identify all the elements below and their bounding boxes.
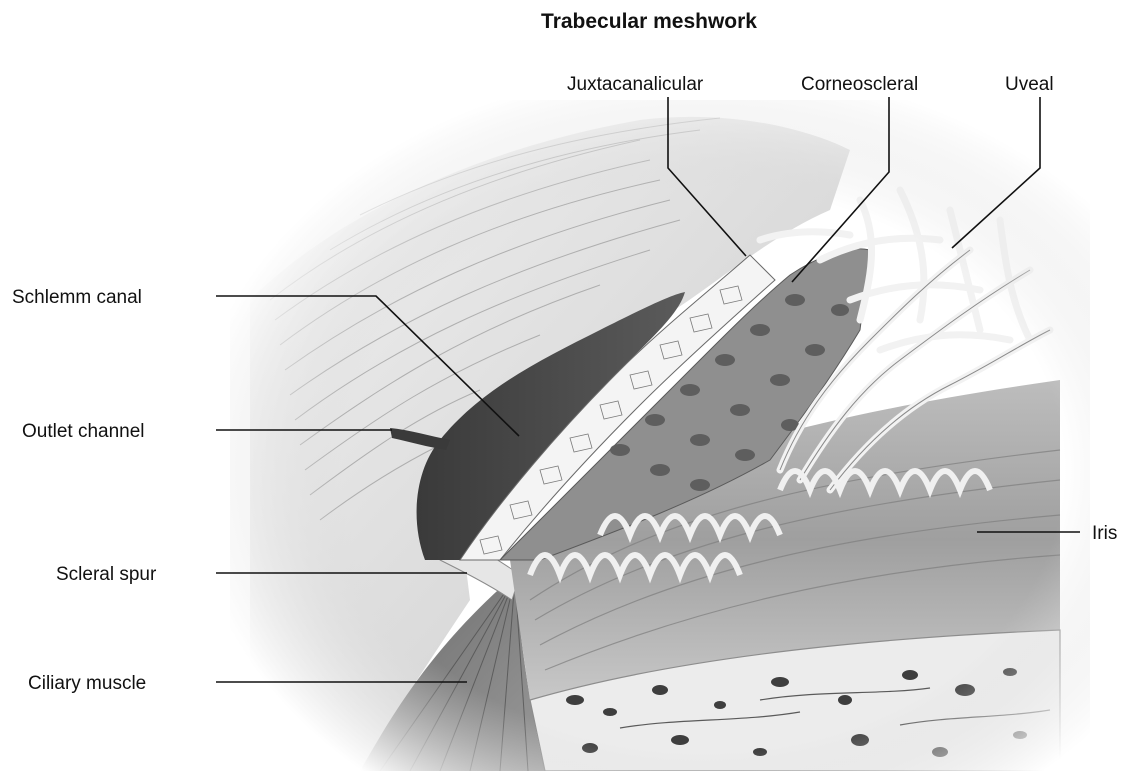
label-iris: Iris — [1092, 523, 1117, 544]
label-juxtacanalicular: Juxtacanalicular — [567, 74, 704, 95]
label-ciliary-muscle: Ciliary muscle — [28, 673, 146, 694]
label-outlet-channel: Outlet channel — [22, 421, 145, 442]
tissue-illustration — [230, 100, 1090, 771]
leader-uveal — [952, 97, 1040, 248]
label-schlemm-canal: Schlemm canal — [12, 287, 142, 308]
label-corneoscleral: Corneoscleral — [801, 74, 918, 95]
diagram-title: Trabecular meshwork — [541, 10, 757, 33]
label-scleral-spur: Scleral spur — [56, 564, 157, 585]
label-uveal: Uveal — [1005, 74, 1054, 95]
